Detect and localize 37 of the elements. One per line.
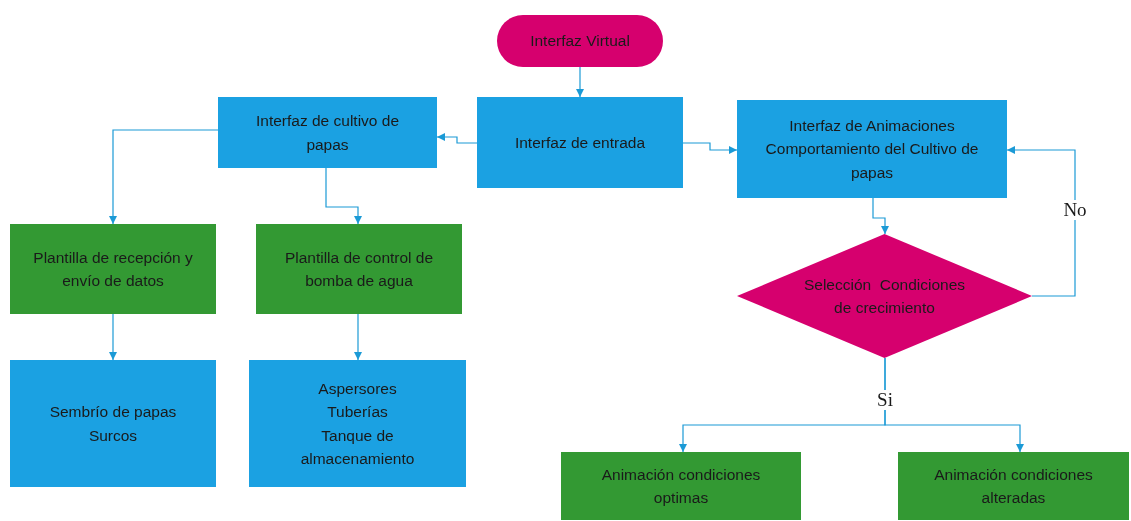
node-text: Interfaz de cultivo de papas xyxy=(255,111,400,155)
arrow xyxy=(436,132,478,144)
process-box xyxy=(256,224,462,314)
process-box xyxy=(218,97,437,168)
process-box xyxy=(249,360,466,487)
arrow xyxy=(325,167,363,225)
edge-label: Si xyxy=(875,389,895,411)
node-text: Surcos xyxy=(88,425,138,446)
start-terminal xyxy=(497,15,663,67)
decision-diamond xyxy=(737,234,1032,358)
arrow xyxy=(682,142,738,155)
node-text: Interfaz Virtual xyxy=(530,31,630,52)
node-text: Animación condiciones optimas xyxy=(600,464,762,508)
process-box xyxy=(737,100,1007,198)
node-text: Plantilla de control de bomba de agua xyxy=(283,247,435,291)
process-box xyxy=(561,452,801,520)
node-text: Tanque de almacenamiento xyxy=(299,425,416,469)
arrow xyxy=(108,129,219,225)
node-text: Animación condiciones alteradas xyxy=(933,464,1094,508)
node-text: Aspersores xyxy=(318,379,397,399)
process-box xyxy=(10,224,216,314)
edge-label: No xyxy=(1061,199,1089,221)
node-text: Sembrío de papas xyxy=(49,402,177,423)
arrow xyxy=(884,357,1025,453)
process-box xyxy=(898,452,1129,520)
arrow xyxy=(1006,145,1076,297)
arrow xyxy=(353,313,363,361)
node-text: Interfaz de Animaciones Comportamiento del Cultivo de papas xyxy=(764,116,980,183)
process-box xyxy=(10,360,216,487)
node-text: Tuberías xyxy=(327,402,388,423)
process-box xyxy=(477,97,683,188)
node-text: Selección Condiciones de crecimiento xyxy=(802,274,967,318)
node-text: Interfaz de entrada xyxy=(514,132,646,153)
node-text: Plantilla de recepción y envío de datos xyxy=(32,247,194,291)
arrow xyxy=(872,197,890,235)
arrow xyxy=(108,313,118,361)
arrow xyxy=(575,66,585,98)
